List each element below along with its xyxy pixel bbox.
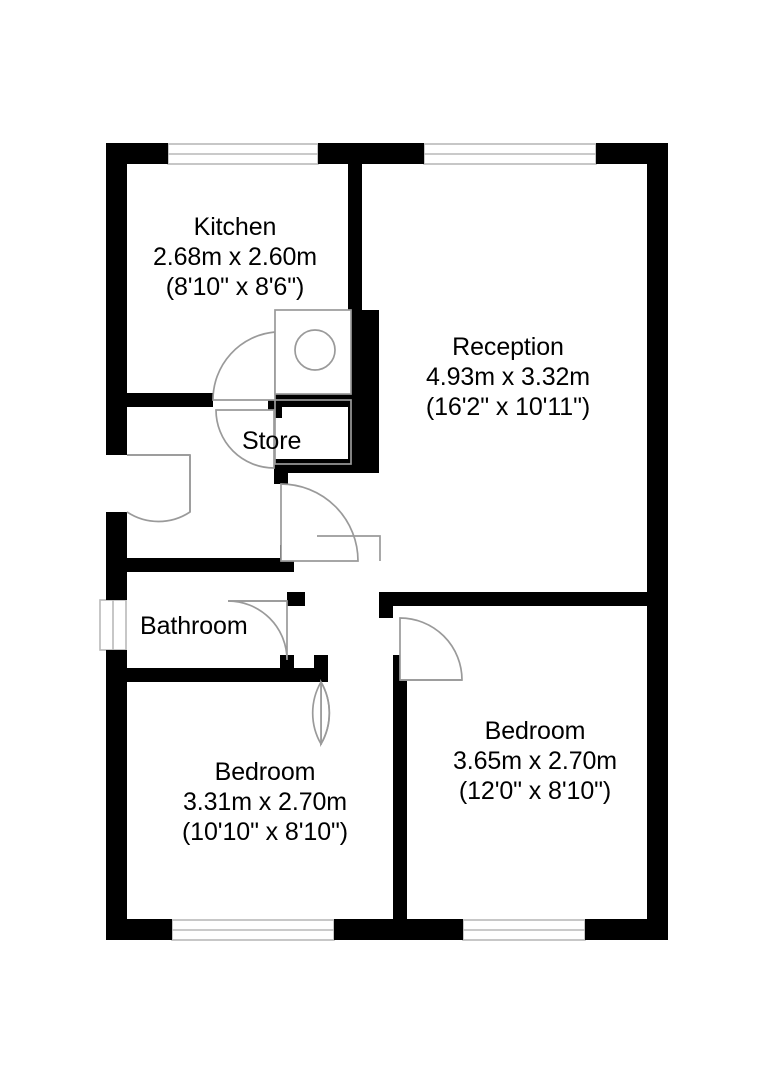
wall-exterior-left-upper (106, 143, 127, 455)
room-label-bathroom: Bathroom (140, 611, 340, 641)
store-outline (274, 399, 352, 465)
room-label-bedroom-rear: Bedroom 3.31m x 2.70m (10'10" x 8'10") (140, 757, 390, 847)
wall-kitchen-bottom (106, 393, 213, 407)
door-bathroom (227, 600, 288, 661)
wall-exterior-bottom-left (106, 919, 172, 940)
wall-exterior-left-lower (106, 650, 127, 940)
wall-reception-bottom (379, 592, 647, 606)
wall-exterior-left-mid (106, 512, 127, 600)
wall-bedrooms-divider (393, 668, 407, 920)
wall-exterior-right (647, 143, 668, 940)
room-label-reception: Reception 4.93m x 3.32m (16'2" x 10'11") (383, 332, 633, 422)
wall-reception-bottom-jamb (379, 592, 393, 618)
room-label-store: Store (242, 426, 392, 456)
door-store (215, 409, 275, 469)
room-imperial-bedroom-front: (12'0" x 8'10") (458, 777, 612, 805)
room-imperial-bedroom-rear: (10'10" x 8'10") (181, 818, 349, 846)
room-metric-kitchen: 2.68m x 2.60m (152, 243, 318, 271)
room-name-bedroom-front: Bedroom (484, 717, 586, 745)
room-metric-reception: 4.93m x 3.32m (425, 363, 591, 391)
room-name-store: Store (242, 427, 302, 455)
door-swings-group (126, 331, 463, 748)
window-bathroom-left (99, 599, 127, 651)
wall-hall-north-right (287, 592, 305, 606)
room-name-bedroom-rear: Bedroom (214, 758, 316, 786)
boiler-cylinder (274, 309, 352, 395)
door-bedroom-rear (311, 678, 331, 748)
window-bedroom-rear-bottom (171, 919, 335, 941)
windows-group (99, 143, 597, 941)
door-front-entrance (126, 454, 191, 523)
wall-exterior-top-mid (318, 143, 424, 164)
room-metric-bedroom-rear: 3.31m x 2.70m (182, 788, 348, 816)
door-reception (280, 483, 381, 562)
room-name-bathroom: Bathroom (140, 612, 248, 640)
room-metric-bedroom-front: 3.65m x 2.70m (452, 747, 618, 775)
wall-kitchen-reception (348, 143, 362, 310)
walls-group (106, 143, 668, 940)
wall-store-reception (348, 310, 379, 473)
wall-bedroom-rear-jamb (314, 655, 328, 682)
window-kitchen-top (167, 143, 319, 165)
room-imperial-reception: (16'2" x 10'11") (425, 393, 591, 421)
wall-exterior-bottom-right (585, 919, 668, 940)
wall-bedroom-rear-top (106, 668, 328, 682)
door-kitchen (212, 331, 276, 401)
wall-exterior-bottom-mid (334, 919, 463, 940)
window-bedroom-front-bottom (462, 919, 586, 941)
room-label-bedroom-front: Bedroom 3.65m x 2.70m (12'0" x 8'10") (410, 716, 660, 806)
wall-store-bottom-jamb (274, 459, 288, 484)
door-bedroom-front (399, 617, 463, 681)
room-label-kitchen: Kitchen 2.68m x 2.60m (8'10" x 8'6") (110, 212, 360, 302)
window-reception-top (423, 143, 597, 165)
wall-store-bottom (281, 459, 361, 473)
room-name-kitchen: Kitchen (193, 213, 277, 241)
room-name-reception: Reception (452, 333, 564, 361)
fixtures-group (274, 309, 352, 465)
wall-bathroom-top (106, 558, 287, 572)
room-imperial-kitchen: (8'10" x 8'6") (165, 273, 305, 301)
